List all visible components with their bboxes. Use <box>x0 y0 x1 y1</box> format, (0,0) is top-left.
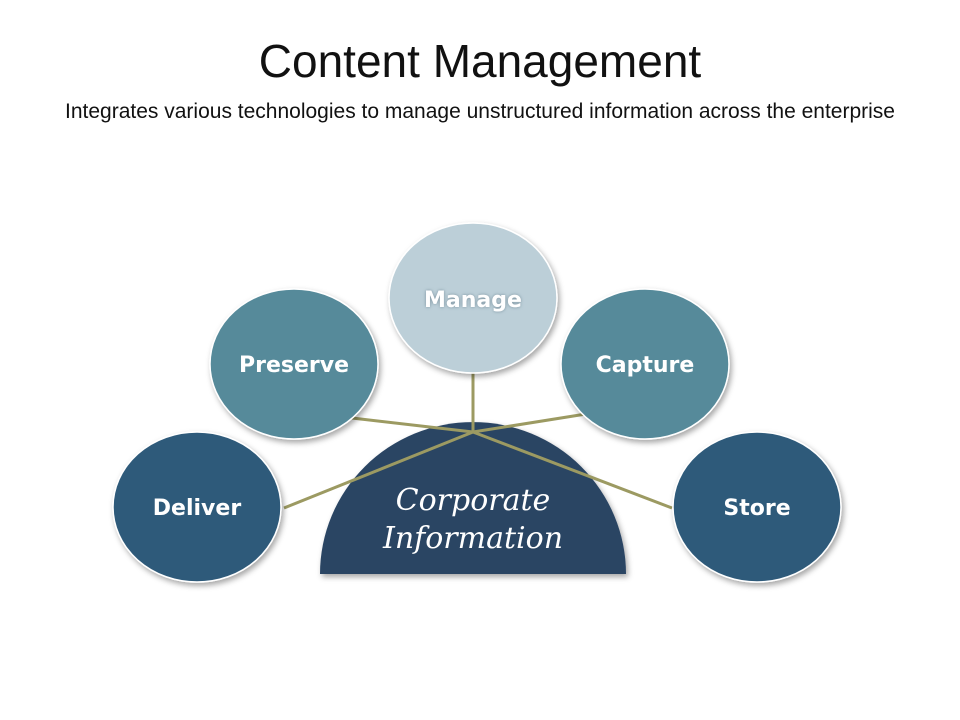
connector-capture <box>472 412 587 434</box>
node-deliver: Deliver <box>112 431 282 583</box>
node-preserve-label: Preserve <box>239 353 349 378</box>
connector-lines <box>283 372 673 510</box>
connector-store <box>472 430 673 510</box>
center-label-line1: Corporate <box>396 483 551 518</box>
node-store-circle <box>672 431 842 583</box>
node-preserve: Preserve <box>209 288 379 440</box>
node-deliver-circle <box>112 431 282 583</box>
node-manage-label: Manage <box>424 288 522 313</box>
node-manage-circle <box>388 222 558 374</box>
node-manage: Manage <box>388 222 558 374</box>
node-capture-circle <box>560 288 730 440</box>
connector-preserve <box>351 416 474 434</box>
node-capture: Capture <box>560 288 730 440</box>
center-label-line2: Information <box>382 521 563 556</box>
slide-title: Content Management <box>258 35 702 87</box>
connector-deliver <box>283 430 474 510</box>
node-store-label: Store <box>723 496 790 521</box>
node-preserve-circle <box>209 288 379 440</box>
slide-subtitle: Integrates various technologies to manag… <box>65 100 895 123</box>
node-store: Store <box>672 431 842 583</box>
node-capture-label: Capture <box>596 353 695 378</box>
node-deliver-label: Deliver <box>153 496 242 521</box>
